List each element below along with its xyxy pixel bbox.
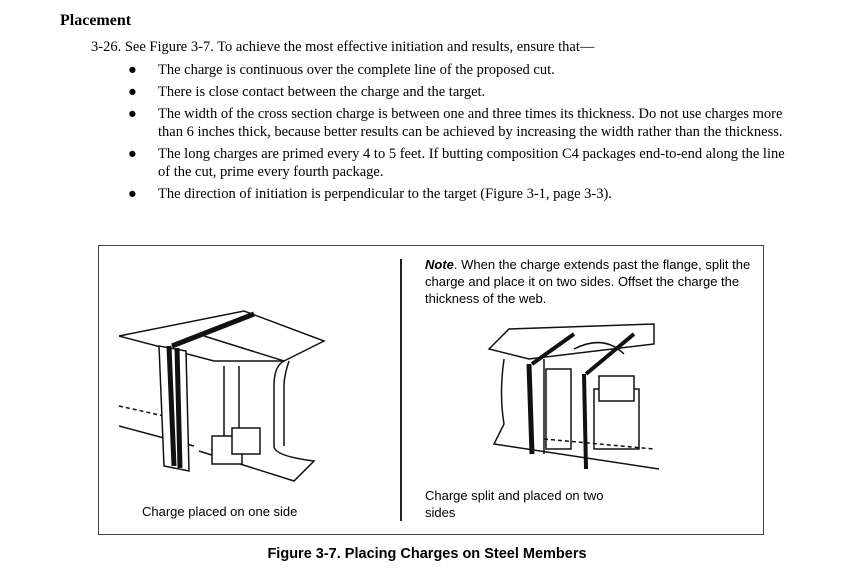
- right-panel-caption: Charge split and placed on two sides: [425, 488, 604, 520]
- figure-3-7-box: Note. When the charge extends past the f…: [98, 245, 764, 535]
- two-side-charge-illustration: [487, 323, 660, 470]
- requirements-list: ●The charge is continuous over the compl…: [128, 61, 798, 207]
- list-item: ●The long charges are primed every 4 to …: [128, 146, 785, 180]
- bullet-icon: ●: [128, 106, 137, 122]
- left-panel-caption: Charge placed on one side: [142, 504, 298, 519]
- figure-caption: Figure 3-7. Placing Charges on Steel Mem…: [267, 546, 587, 562]
- bullet-icon: ●: [128, 186, 137, 202]
- note-label: Note: [425, 257, 454, 272]
- list-item: ●The charge is continuous over the compl…: [128, 62, 555, 78]
- section-heading: Placement: [60, 12, 132, 29]
- bullet-icon: ●: [128, 62, 137, 78]
- bullet-icon: ●: [128, 146, 137, 162]
- one-side-charge-illustration: [118, 310, 326, 482]
- list-item: ●There is close contact between the char…: [128, 84, 486, 100]
- list-item: ●The width of the cross section charge i…: [128, 106, 783, 140]
- figure-note: Note. When the charge extends past the f…: [425, 257, 751, 306]
- bullet-icon: ●: [128, 84, 137, 100]
- figure-divider: [400, 259, 402, 521]
- paragraph-3-26: 3-26. See Figure 3-7. To achieve the mos…: [91, 39, 595, 55]
- list-item: ●The direction of initiation is perpendi…: [128, 186, 612, 202]
